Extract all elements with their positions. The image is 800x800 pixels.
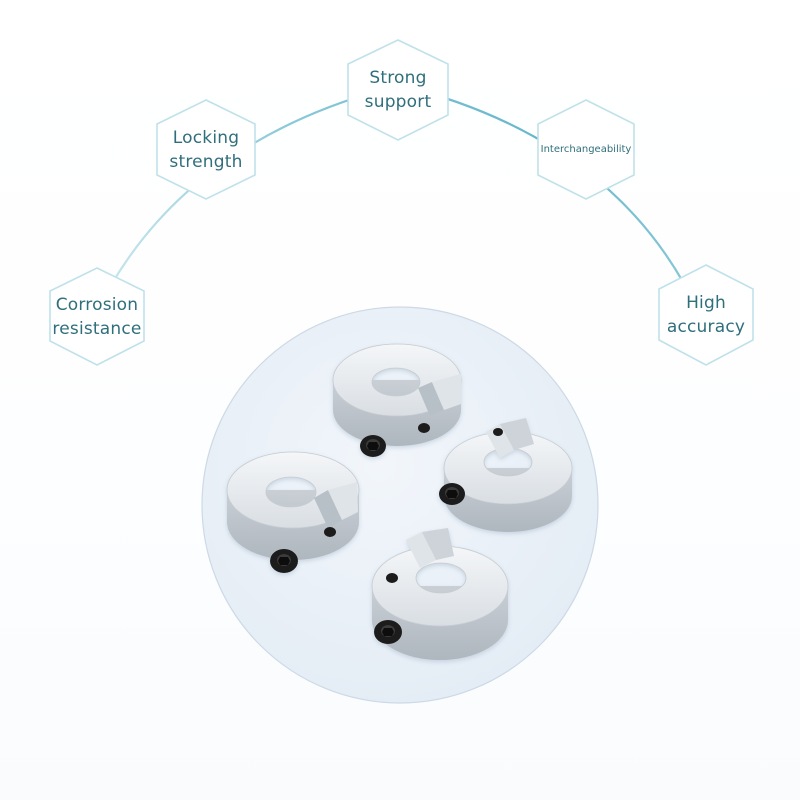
feature-label: Interchangeability	[540, 143, 632, 155]
feature-label: Locking strength	[169, 127, 243, 172]
feature-label: Strong support	[364, 68, 432, 112]
feature-locking-strength: Locking strength	[157, 100, 255, 199]
feature-label: High accuracy	[666, 293, 746, 337]
shaft-collar-icon	[332, 343, 462, 457]
hexagon-interchange	[537, 99, 635, 200]
feature-high-accuracy: High accuracy	[659, 265, 753, 365]
hexagon-shapes	[49, 39, 754, 366]
hexagon-support	[347, 39, 449, 141]
shaft-collar-icon	[371, 528, 509, 660]
shaft-collar-icon	[439, 418, 573, 532]
feature-strong-support: Strong support	[348, 40, 448, 140]
shaft-collar-icon	[226, 451, 360, 573]
hexagon-locking	[156, 99, 256, 200]
hexagon-corrosion	[49, 267, 145, 366]
feature-label: Corrosion resistance	[52, 294, 142, 339]
hexagon-accuracy	[658, 264, 754, 366]
feature-corrosion-resistance: Corrosion resistance	[50, 268, 144, 365]
feature-interchangeability: Interchangeability	[534, 100, 638, 199]
